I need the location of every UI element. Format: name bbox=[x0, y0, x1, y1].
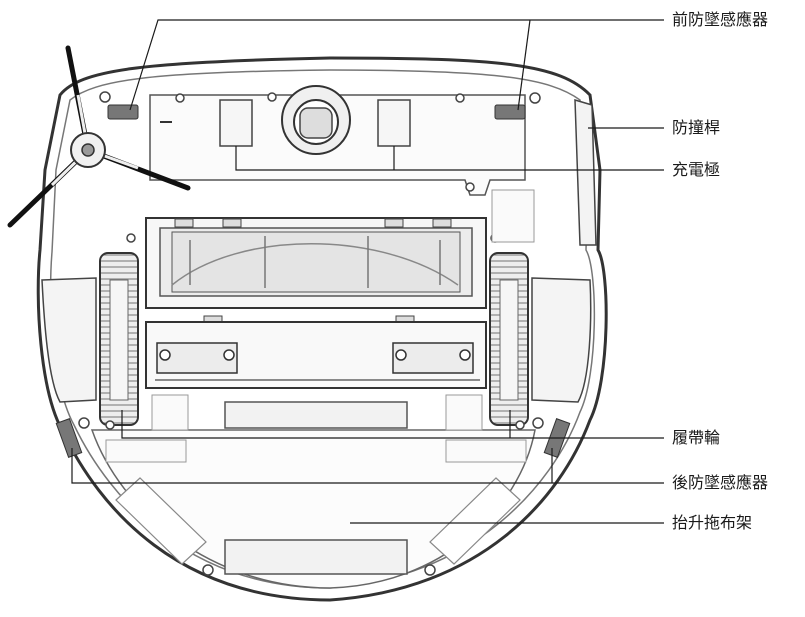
charging-contact-right bbox=[377, 99, 411, 147]
front-sensor-left bbox=[107, 104, 139, 120]
main-brush bbox=[171, 231, 461, 293]
robot-body-inner-rim bbox=[49, 69, 596, 589]
charging-contact-left bbox=[219, 99, 253, 147]
front-sensor-right bbox=[494, 104, 526, 120]
track-wheel-leader bbox=[121, 410, 664, 439]
label-mop-lift-bracket: 抬升拖布架 bbox=[672, 513, 753, 532]
rear-sensor-left bbox=[55, 418, 83, 458]
label-charging-contacts: 充電極 bbox=[672, 160, 721, 179]
label-bumper: 防撞桿 bbox=[672, 118, 721, 137]
label-track-wheel: 履帶輪 bbox=[672, 428, 721, 447]
bumper-band bbox=[574, 98, 597, 246]
charging-contacts-leader bbox=[235, 146, 664, 171]
label-front-bumper-sensor: 前防墜感應器 bbox=[672, 10, 769, 29]
label-rear-bumper-sensor: 後防墜感應器 bbox=[672, 473, 769, 492]
rear-sensor-leader bbox=[71, 448, 664, 484]
front-sensor-leader bbox=[129, 19, 664, 111]
